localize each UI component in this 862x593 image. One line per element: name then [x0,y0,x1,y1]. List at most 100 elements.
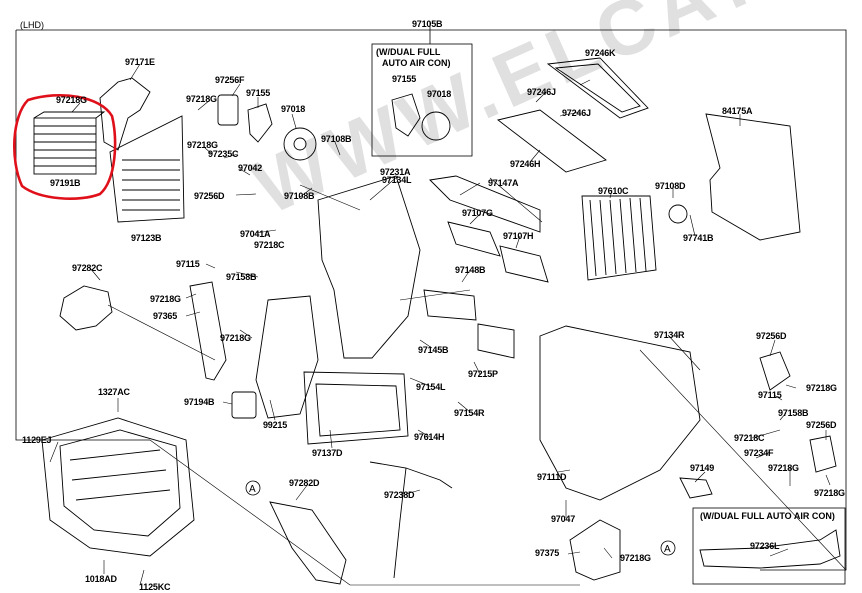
case-right [539,325,701,501]
frame-top [16,29,847,571]
part-label[interactable]: 97042 [238,163,263,173]
part-label[interactable]: 97282C [72,263,103,273]
part-label[interactable]: 97375 [535,548,560,558]
part-label[interactable]: 97158B [778,408,809,418]
part-label[interactable]: 97218G [186,94,217,104]
part-label[interactable]: 97610C [598,186,629,196]
duct-97365 [189,281,227,381]
part-label[interactable]: 97231A [380,167,411,177]
part-label[interactable]: 97134L [382,175,412,185]
drain-97149 [679,477,713,499]
door-97148b [423,289,477,321]
part-label[interactable]: 84175A [722,106,753,116]
duct-97171e [99,77,151,151]
vent-97107g [447,221,501,257]
highlight-ring [13,93,117,200]
part-label[interactable]: 97047 [551,514,576,524]
part-label[interactable]: 97256D [806,420,837,430]
part-label[interactable]: 97155 [392,74,417,84]
part-label[interactable]: 97218C [254,240,285,250]
part-label[interactable]: 97108D [655,181,686,191]
vent-97107h [499,245,549,283]
dual-box-heading-1: (W/DUAL FULL [376,47,441,57]
part-label[interactable]: 97218G [620,553,651,563]
door-97215p [477,323,515,359]
part-label[interactable]: 97238D [384,490,415,500]
part-label[interactable]: 97137D [312,448,343,458]
cabin-filter [33,111,106,175]
part-label[interactable]: 97235C [208,149,239,159]
part-label[interactable]: 97115 [176,259,200,269]
part-label[interactable]: 97246J [562,108,591,118]
part-label[interactable]: 1125KC [139,582,171,592]
part-label[interactable]: 97218G [150,294,181,304]
part-label[interactable]: 1129EJ [22,435,52,445]
part-label[interactable]: 97148B [455,265,486,275]
part-label[interactable]: 97111D [537,472,567,482]
part-label[interactable]: 97218G [56,95,87,105]
part-label[interactable]: 97234F [744,448,774,458]
part-label[interactable]: 97147A [488,178,519,188]
part-label[interactable]: 97218C [734,433,765,443]
part-label[interactable]: 97108B [284,191,315,201]
part-label[interactable]: 97149 [690,463,715,473]
evaporator [581,195,657,281]
part-label[interactable]: 97246K [585,48,616,58]
part-label[interactable]: 97145B [418,345,449,355]
part-label[interactable]: 97218G [768,463,799,473]
part-label[interactable]: 97134R [654,330,685,340]
part-label[interactable]: 97155 [246,88,271,98]
gear-97018-box [421,111,451,141]
part-label[interactable]: 97218G [806,383,837,393]
part-label[interactable]: 97218G [220,333,251,343]
part-label[interactable]: 97282D [289,478,320,488]
case-left [317,175,421,359]
heater-core [109,115,185,223]
part-label[interactable]: 97154L [416,382,446,392]
duct-99215 [255,295,319,419]
part-label[interactable]: 97246J [527,87,556,97]
dual-box-heading-2: AUTO AIR CON) [382,58,451,68]
part-label[interactable]: 97218G [187,140,218,150]
part-label[interactable]: 97741B [683,233,714,243]
actuator-97256f [217,94,239,126]
bracket-97375 [569,519,621,581]
part-label[interactable]: 99215 [263,420,288,430]
top-code: 97105B [412,19,443,29]
part-label[interactable]: 97256F [215,75,245,85]
blower-97282c [59,285,113,331]
grommet-97108d [668,204,688,224]
part-label[interactable]: 97154R [454,408,485,418]
part-label[interactable]: 1327AC [98,387,130,397]
part-label[interactable]: 97171E [125,57,155,67]
part-label[interactable]: 97191B [50,178,81,188]
part-label[interactable]: 97107H [503,231,534,241]
variant-label: (LHD) [20,20,44,30]
part-label[interactable]: 97614H [414,432,445,442]
part-label[interactable]: 97246H [510,159,541,169]
part-label[interactable]: 97041A [240,229,271,239]
actuator-97155-box [391,93,421,137]
seal-97194b [231,391,257,419]
part-label[interactable]: 97365 [153,311,178,321]
part-label[interactable]: 97215P [468,369,498,379]
part-label[interactable]: 97123B [131,233,162,243]
part-label[interactable]: 97018 [281,104,306,114]
part-label[interactable]: 97218G [814,488,845,498]
actuator-97256d-b [809,435,837,473]
part-label[interactable]: 97256D [194,191,225,201]
part-label[interactable]: 97018 [427,89,452,99]
part-label[interactable]: 97194B [184,397,215,407]
part-label[interactable]: 97115 [758,390,782,400]
dual-full-box-bottom [692,507,846,585]
seal-97246h [496,109,607,173]
part-label[interactable]: 97158B [226,272,257,282]
part-label[interactable]: 1018AD [85,574,117,584]
part-label[interactable]: 97236L [750,541,780,551]
part-label[interactable]: 97256D [756,331,787,341]
part-label[interactable]: 97107G [462,208,493,218]
part-label[interactable]: 97108B [321,134,352,144]
blower-unit [41,417,195,557]
seal-97246k [546,57,649,119]
